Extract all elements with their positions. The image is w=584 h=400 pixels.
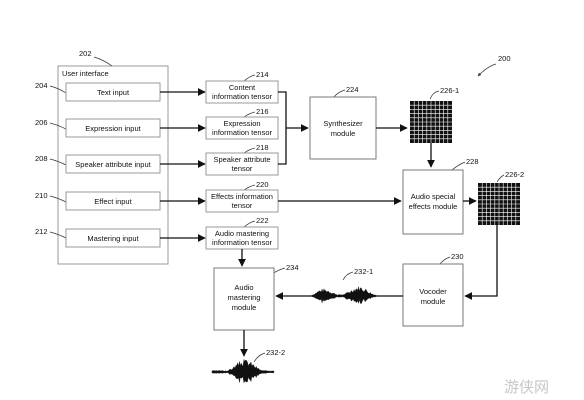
expression-tensor-label-1: Expression <box>223 119 260 128</box>
synthesizer-label-1: Synthesizer <box>323 119 363 128</box>
mastering-tensor-block: 222 Audio mastering information tensor <box>205 216 279 250</box>
effects-module-box <box>402 169 464 235</box>
effects-tensor-label-1: Effects information <box>211 192 273 201</box>
mastering-input-label: Mastering input <box>87 234 139 243</box>
spectrogram-2-gridlines <box>478 183 520 225</box>
mastering-module-box <box>213 267 275 331</box>
user-interface-ref: 202 <box>79 49 92 58</box>
speaker-tensor-label-1: Speaker attribute <box>213 155 270 164</box>
waveform-1-shape <box>311 286 377 305</box>
vocoder-box <box>402 263 464 327</box>
tensor-merge-bracket <box>278 91 309 165</box>
vocoder-block: 230 Vocoder module <box>402 252 464 327</box>
waveform-1: 232-1 <box>311 267 377 305</box>
expression-input-label: Expression input <box>85 124 141 133</box>
waveform-1-ref: 232-1 <box>354 267 373 276</box>
vocoder-ref: 230 <box>451 252 464 261</box>
watermark-text: 游侠网 <box>504 378 549 396</box>
effects-module-label-2: effects module <box>409 202 458 211</box>
speaker-tensor-label-2: tensor <box>232 164 253 173</box>
expression-input-ref: 206 <box>35 118 48 127</box>
content-tensor-ref: 214 <box>256 70 269 79</box>
effect-input-label: Effect input <box>94 197 132 206</box>
expression-tensor-ref: 216 <box>256 107 269 116</box>
mastering-module-label-1: Audio <box>234 283 253 292</box>
spectrogram-1: 226-1 <box>410 86 459 143</box>
waveform-2-shape <box>211 358 275 384</box>
user-interface-panel: 202 User interface 204 Text input 206 Ex… <box>35 49 169 265</box>
effects-module-block: 228 Audio special effects module <box>402 157 479 235</box>
speaker-tensor-block: 218 Speaker attribute tensor <box>205 143 279 176</box>
mastering-module-label-3: module <box>232 303 257 312</box>
mastering-input-block: 212 Mastering input <box>35 227 161 248</box>
content-tensor-label-2: information tensor <box>212 92 273 101</box>
waveform-2: 232-2 <box>211 348 285 384</box>
mastering-module-label-2: mastering <box>228 293 261 302</box>
expression-tensor-box <box>205 116 279 140</box>
vocoder-label-1: Vocoder <box>419 287 447 296</box>
expression-tensor-label-2: information tensor <box>212 128 273 137</box>
text-input-ref: 204 <box>35 81 48 90</box>
speaker-tensor-ref: 218 <box>256 143 269 152</box>
mastering-module-block: 234 Audio mastering module <box>213 263 299 331</box>
content-tensor-label-1: Content <box>229 83 256 92</box>
mastering-tensor-label-1: Audio mastering <box>215 229 269 238</box>
figure-ref-label: 200 <box>498 54 511 63</box>
synthesizer-ref: 224 <box>346 85 359 94</box>
mastering-input-ref: 212 <box>35 227 48 236</box>
waveform-2-ref: 232-2 <box>266 348 285 357</box>
figure-ref: 200 <box>477 54 511 77</box>
synthesizer-label-2: module <box>331 129 356 138</box>
text-input-label: Text input <box>97 88 130 97</box>
mastering-tensor-ref: 222 <box>256 216 269 225</box>
effects-tensor-block: 220 Effects information tensor <box>205 180 279 213</box>
spectrogram-1-gridlines <box>410 101 452 143</box>
effect-input-block: 210 Effect input <box>35 191 161 211</box>
spectrogram-to-vocoder-arrow <box>464 225 498 300</box>
speaker-attribute-input-ref: 208 <box>35 154 48 163</box>
speaker-attribute-input-label: Speaker attribute input <box>75 160 151 169</box>
content-tensor-block: 214 Content information tensor <box>205 70 279 104</box>
vocoder-label-2: module <box>421 297 446 306</box>
synthesizer-block: 224 Synthesizer module <box>309 85 377 160</box>
user-interface-leader <box>93 56 113 67</box>
mastering-module-ref: 234 <box>286 263 299 272</box>
effects-module-label-1: Audio special <box>411 192 456 201</box>
spectrogram-2-ref: 226-2 <box>505 170 524 179</box>
spectrogram-2: 226-2 <box>478 170 524 225</box>
synthesizer-box <box>309 96 377 160</box>
user-interface-title: User interface <box>62 69 109 78</box>
text-input-block: 204 Text input <box>35 81 161 102</box>
mastering-tensor-label-2: information tensor <box>212 238 273 247</box>
watermark: 游侠网 <box>504 378 549 396</box>
spectrogram-1-ref: 226-1 <box>440 86 459 95</box>
expression-input-block: 206 Expression input <box>35 118 161 138</box>
input-to-tensor-arrows <box>160 88 206 242</box>
speaker-attribute-input-block: 208 Speaker attribute input <box>35 154 161 174</box>
expression-tensor-block: 216 Expression information tensor <box>205 107 279 140</box>
effects-tensor-label-2: tensor <box>232 201 253 210</box>
effects-tensor-ref: 220 <box>256 180 269 189</box>
effects-module-ref: 228 <box>466 157 479 166</box>
effect-input-ref: 210 <box>35 191 48 200</box>
